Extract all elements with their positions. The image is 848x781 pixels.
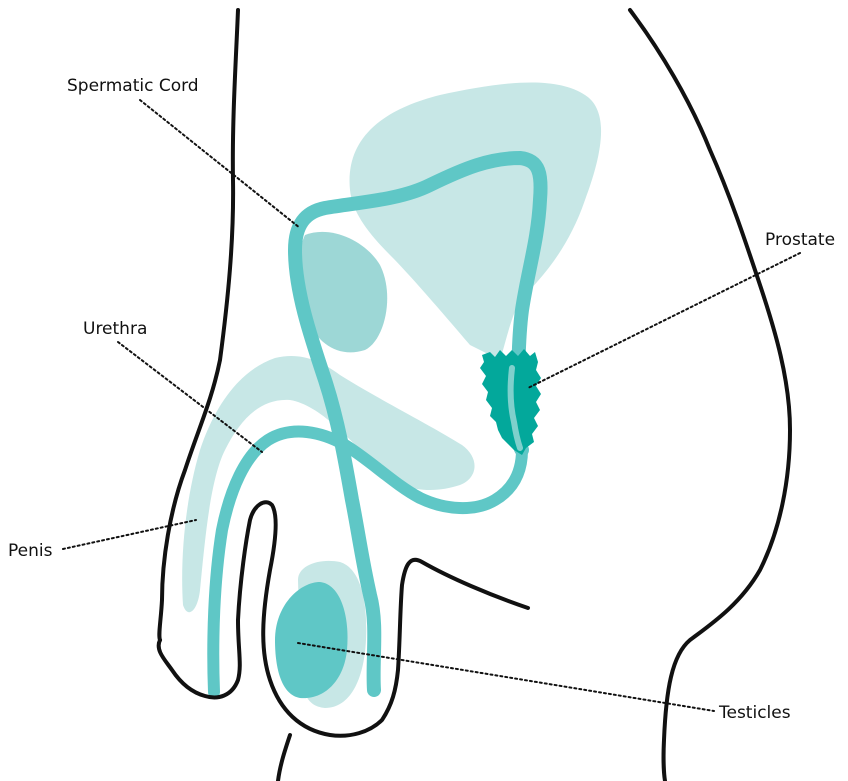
leader-spermatic-cord: [140, 100, 300, 228]
body-outline-back: [630, 10, 790, 781]
leader-prostate: [528, 253, 800, 388]
label-penis: Penis: [8, 541, 52, 561]
label-testicles: Testicles: [719, 703, 791, 723]
label-spermatic-cord: Spermatic Cord: [67, 76, 199, 96]
label-urethra: Urethra: [83, 319, 147, 339]
label-prostate: Prostate: [765, 230, 835, 250]
bladder-shape: [350, 82, 602, 360]
leg-outline: [278, 735, 290, 781]
leader-penis: [63, 520, 196, 549]
